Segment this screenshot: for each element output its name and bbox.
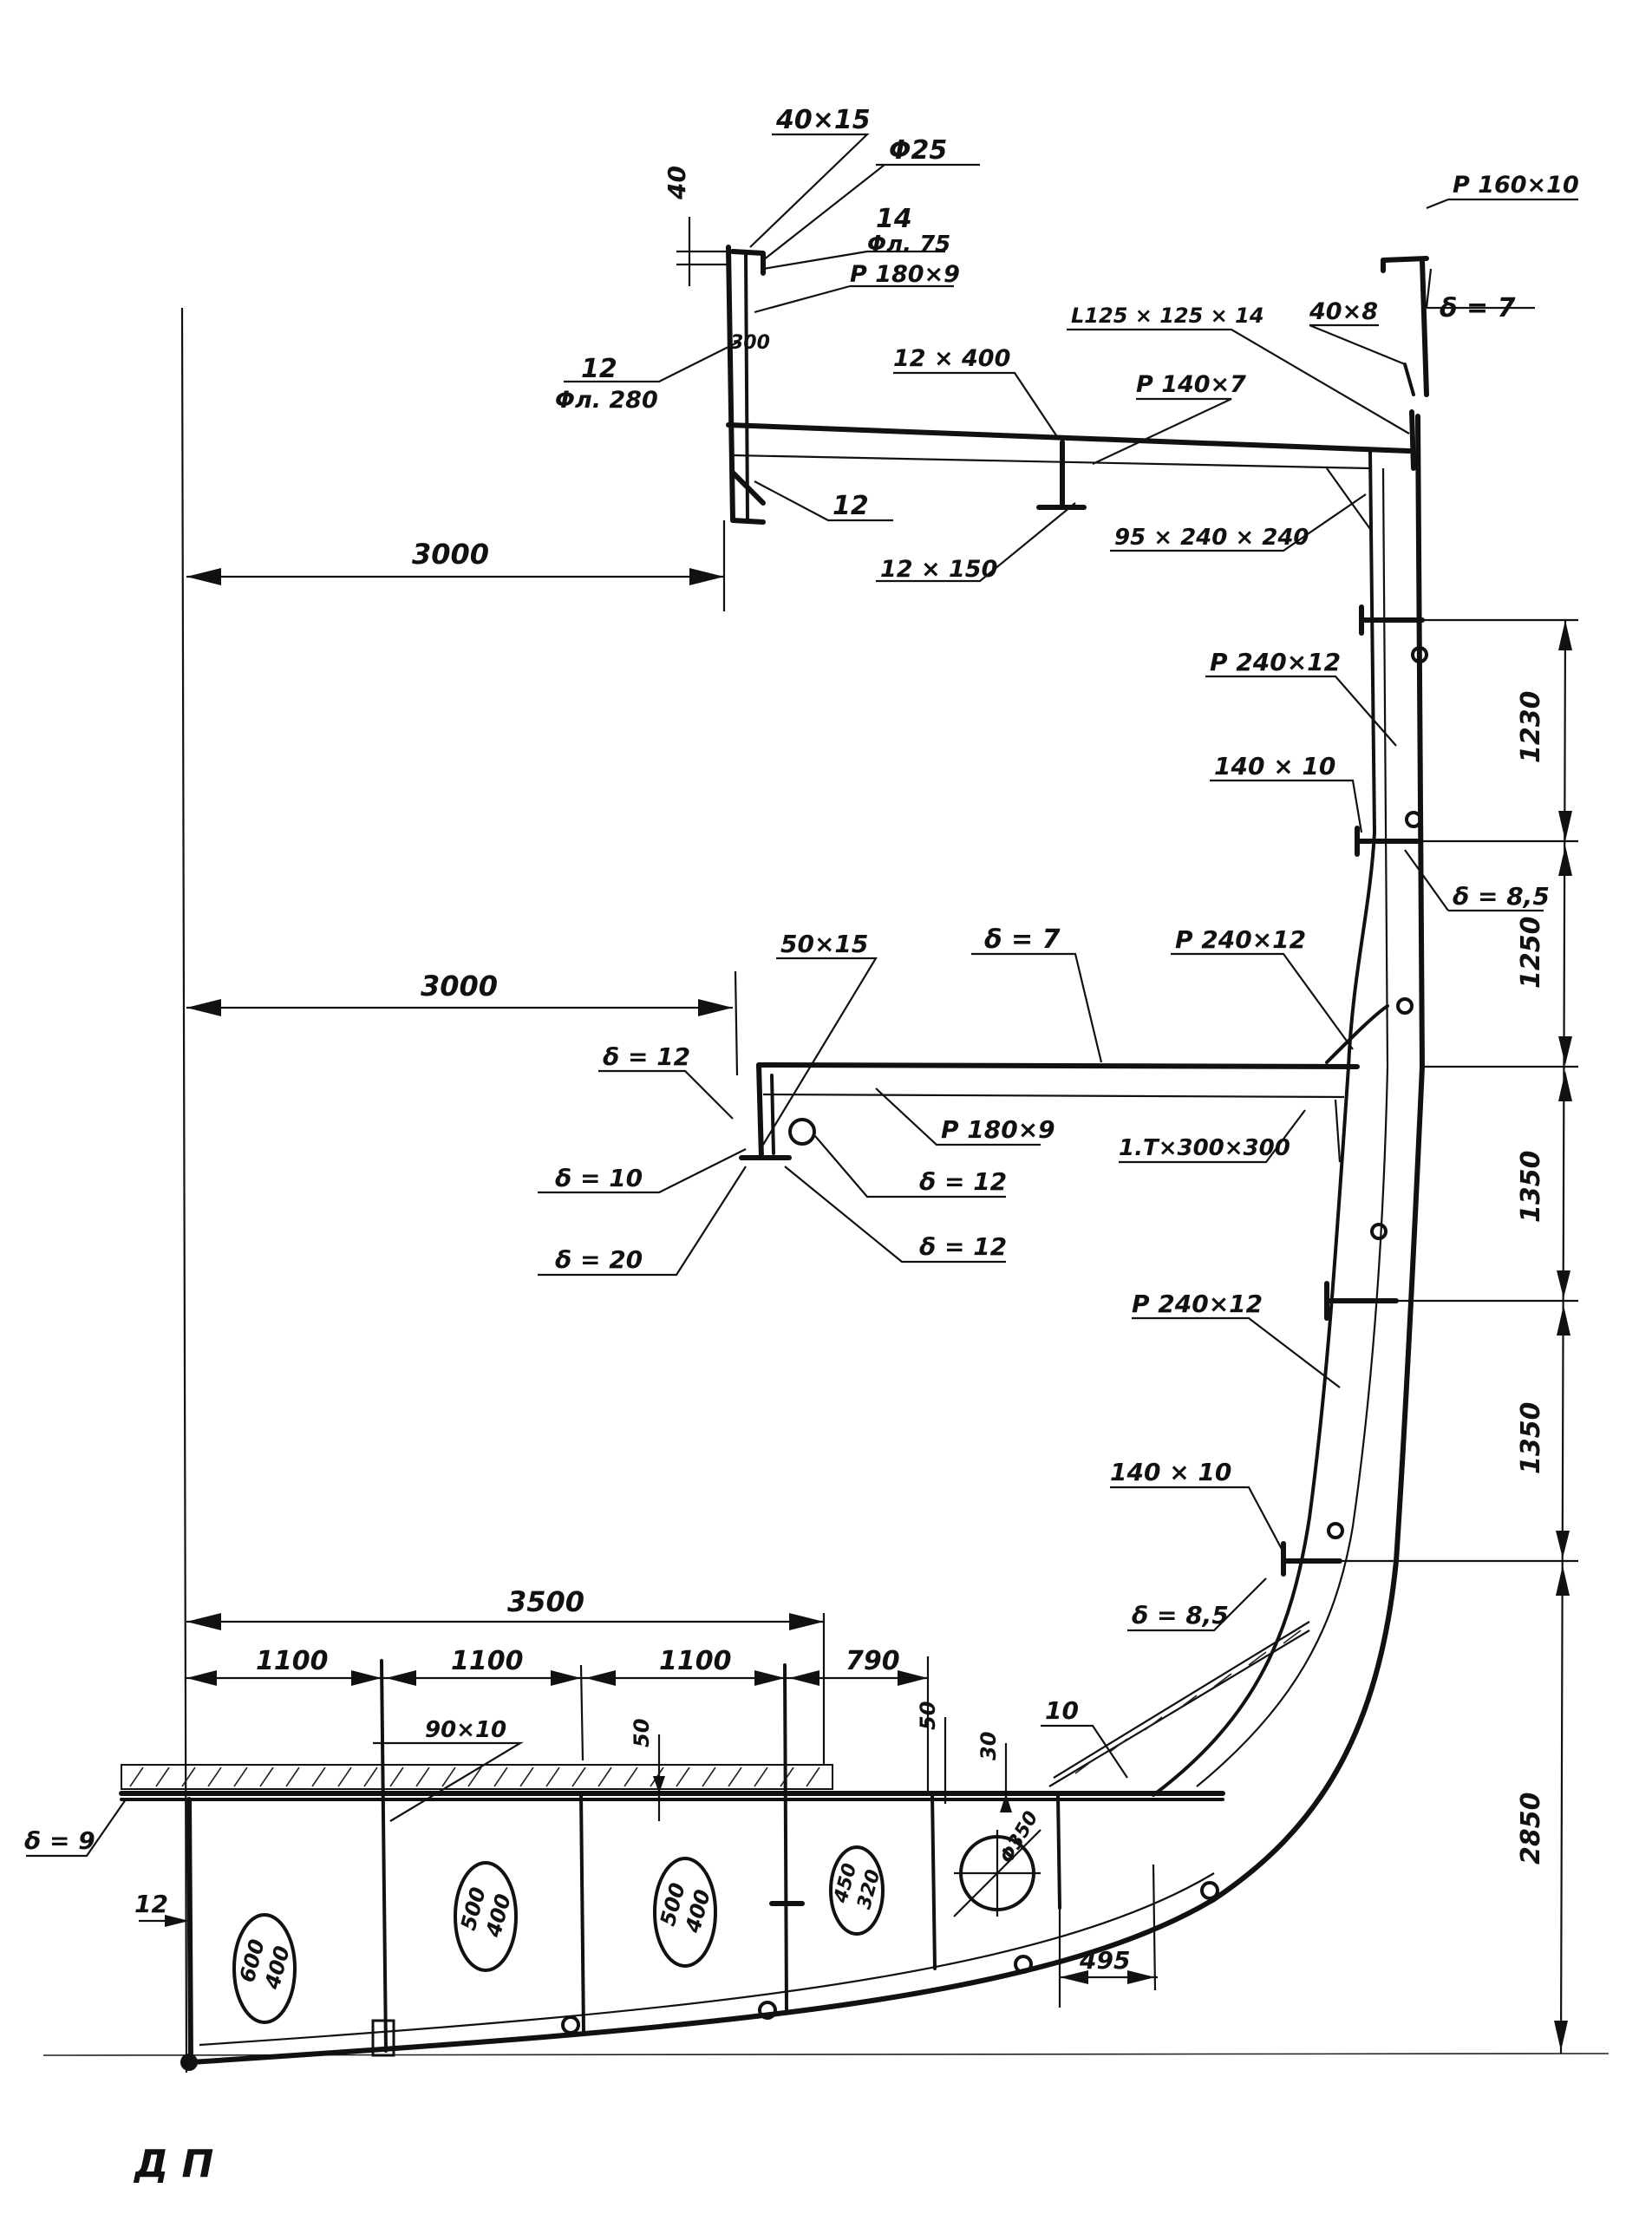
label-d85-a: δ = 8,5 bbox=[1453, 882, 1550, 911]
label-12c: 12 bbox=[134, 1890, 168, 1918]
label-d85-b: δ = 8,5 bbox=[1132, 1601, 1229, 1629]
label-50-a: 50 bbox=[630, 1719, 654, 1747]
label-phi25: Φ25 bbox=[889, 135, 947, 166]
label-d20: δ = 20 bbox=[555, 1245, 643, 1274]
label-1100-c: 1100 bbox=[659, 1646, 732, 1676]
label-1100-a: 1100 bbox=[256, 1646, 329, 1676]
label-1250: 1250 bbox=[1516, 917, 1546, 989]
label-95x240: 95 × 240 × 240 bbox=[1114, 525, 1309, 551]
label-140x10-b: 140 × 10 bbox=[1110, 1458, 1231, 1486]
second-deck bbox=[739, 1004, 1389, 1163]
dimension-lines bbox=[139, 217, 1158, 2008]
label-12a: 12 bbox=[581, 354, 617, 384]
label-2850: 2850 bbox=[1516, 1793, 1546, 1865]
label-300x300: 1.Т×300×300 bbox=[1119, 1135, 1290, 1161]
label-fl280: Φл. 280 bbox=[555, 387, 658, 414]
label-d9: δ = 9 bbox=[24, 1826, 95, 1855]
vertical-dimensions bbox=[1340, 618, 1578, 2054]
label-d12-b: δ = 12 bbox=[919, 1167, 1007, 1196]
label-140x10-a: 140 × 10 bbox=[1214, 752, 1335, 780]
label-d7-mid: δ = 7 bbox=[984, 924, 1061, 955]
label-50x15: 50×15 bbox=[780, 930, 868, 958]
label-30: 30 bbox=[976, 1732, 1001, 1760]
label-14: 14 bbox=[876, 204, 912, 234]
label-12x150: 12 × 150 bbox=[880, 556, 997, 583]
leader-lines bbox=[26, 133, 1578, 1858]
upper-deck bbox=[726, 245, 1429, 530]
label-d12-c: δ = 12 bbox=[919, 1232, 1007, 1261]
label-p240x12-c: Р 240×12 bbox=[1132, 1290, 1263, 1318]
label-p240x12-b: Р 240×12 bbox=[1175, 925, 1306, 954]
label-300: 300 bbox=[730, 332, 770, 354]
label-3500: 3500 bbox=[507, 1585, 584, 1618]
hull-shell bbox=[188, 414, 1425, 2065]
label-p180x9-mid: Р 180×9 bbox=[941, 1115, 1055, 1144]
label-495: 495 bbox=[1079, 1946, 1130, 1975]
labels: 40×15 Φ25 40 14 Φл. 75 Р 180×9 12 Φл. 28… bbox=[24, 105, 1579, 2186]
label-12b: 12 bbox=[833, 491, 869, 521]
double-bottom bbox=[119, 1621, 1310, 2071]
label-p180x9-top: Р 180×9 bbox=[850, 261, 960, 288]
label-L125: L125 × 125 × 14 bbox=[1071, 304, 1264, 328]
label-3000-top: 3000 bbox=[412, 538, 489, 571]
centerline bbox=[42, 307, 1610, 2074]
label-40x15: 40×15 bbox=[775, 105, 871, 135]
label-50-b: 50 bbox=[916, 1701, 940, 1730]
label-p240x12-a: Р 240×12 bbox=[1210, 648, 1341, 676]
label-12x400: 12 × 400 bbox=[893, 345, 1010, 372]
label-d7-top: δ = 7 bbox=[1440, 293, 1516, 323]
label-p160x10: Р 160×10 bbox=[1453, 172, 1579, 199]
label-fl75: Φл. 75 bbox=[867, 232, 950, 258]
label-1100-b: 1100 bbox=[451, 1646, 524, 1676]
label-790: 790 bbox=[846, 1646, 900, 1676]
label-1350-a: 1350 bbox=[1516, 1151, 1546, 1224]
label-d10: δ = 10 bbox=[555, 1164, 643, 1192]
side-stiffeners bbox=[1281, 604, 1428, 1577]
label-40: 40 bbox=[663, 166, 691, 200]
label-d12-a: δ = 12 bbox=[603, 1042, 690, 1071]
label-DP: Д П bbox=[133, 2142, 213, 2186]
label-40x8: 40×8 bbox=[1309, 298, 1378, 325]
label-1230: 1230 bbox=[1516, 691, 1546, 764]
label-90x10: 90×10 bbox=[425, 1717, 506, 1743]
label-10: 10 bbox=[1045, 1696, 1079, 1725]
label-p140x7: Р 140×7 bbox=[1136, 371, 1246, 398]
label-3000-mid: 3000 bbox=[421, 970, 498, 1003]
label-1350-b: 1350 bbox=[1516, 1402, 1546, 1475]
